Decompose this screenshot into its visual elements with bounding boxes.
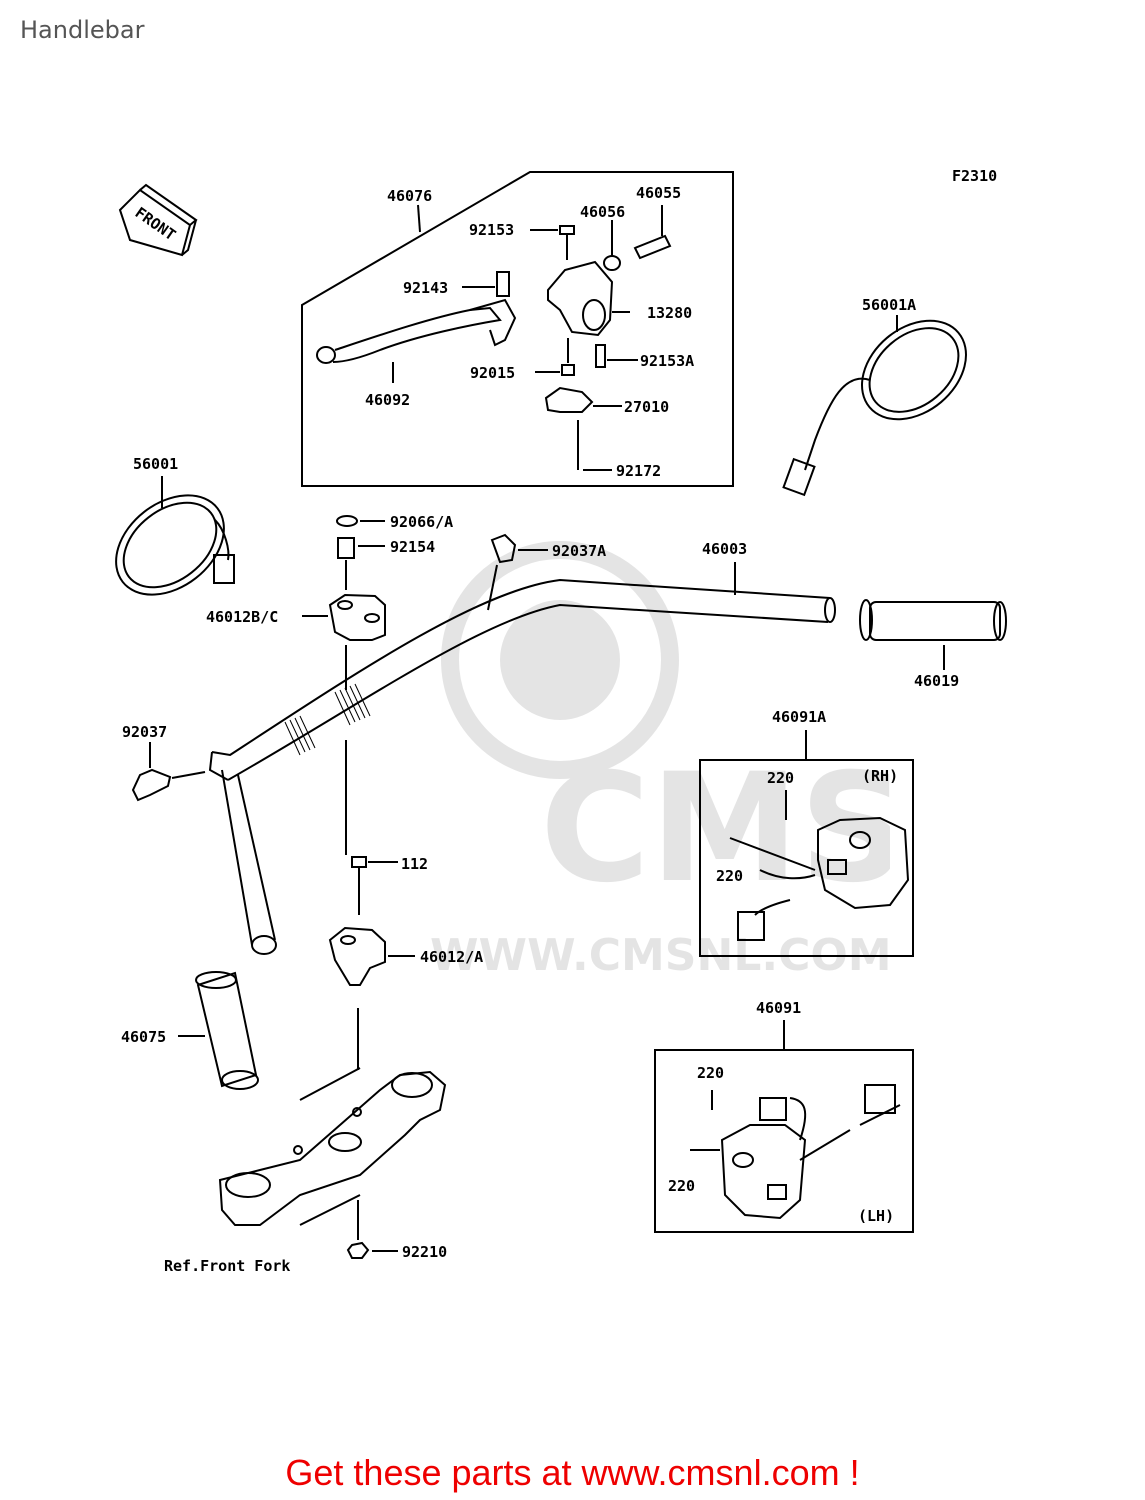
label-92143: 92143: [403, 279, 448, 297]
label-220-rh-bottom: 220: [716, 867, 743, 885]
label-92015: 92015: [470, 364, 515, 382]
label-rh: (RH): [862, 767, 898, 785]
label-13280: 13280: [647, 304, 692, 322]
label-112: 112: [401, 855, 428, 873]
label-46019: 46019: [914, 672, 959, 690]
clutch-switch: [544, 386, 594, 413]
label-46091a: 46091A: [772, 708, 826, 726]
label-92037: 92037: [122, 723, 167, 741]
label-lh: (LH): [858, 1207, 894, 1225]
label-46091: 46091: [756, 999, 801, 1017]
label-56001a: 56001A: [862, 296, 916, 314]
label-46076: 46076: [387, 187, 432, 205]
watermark-brand: CMS: [540, 742, 890, 916]
left-mirror: [115, 476, 235, 596]
rh-switch-housing: [729, 790, 910, 941]
pivot-bolt: [496, 271, 510, 297]
label-92037a: 92037A: [552, 542, 606, 560]
rh-switch-box: [699, 759, 914, 957]
lever-bracket: [547, 260, 630, 337]
label-46055: 46055: [636, 184, 681, 202]
lh-switch-box: [654, 1049, 914, 1233]
label-92066a: 92066/A: [390, 513, 453, 531]
lh-switch-housing: [690, 1084, 901, 1220]
upper-triple-clamp: [218, 1067, 447, 1226]
label-92153: 92153: [469, 221, 514, 239]
cms-watermark: CMS WWW.CMSNL.COM: [430, 541, 890, 981]
label-46075: 46075: [121, 1028, 166, 1046]
label-220-lh-top: 220: [697, 1064, 724, 1082]
label-27010: 27010: [624, 398, 669, 416]
label-56001: 56001: [133, 455, 178, 473]
figure-code: F2310: [952, 167, 997, 185]
clutch-lever: [316, 298, 517, 383]
label-46012bc: 46012B/C: [206, 608, 278, 626]
upper-holder: [328, 593, 386, 641]
handlebar-tube: [208, 562, 836, 955]
lever-assembly-box: [301, 171, 734, 487]
label-220-lh-bottom: 220: [668, 1177, 695, 1195]
label-92172: 92172: [616, 462, 661, 480]
front-arrow-icon: [118, 183, 198, 257]
lower-holder: [328, 926, 386, 986]
page-title: Handlebar: [20, 16, 145, 44]
right-mirror: [782, 315, 967, 497]
label-92210: 92210: [402, 1243, 447, 1261]
label-46003: 46003: [702, 540, 747, 558]
label-92153a: 92153A: [640, 352, 694, 370]
label-46056: 46056: [580, 203, 625, 221]
left-grip: [178, 971, 259, 1090]
label-92154: 92154: [390, 538, 435, 556]
label-ref-front-fork: Ref.Front Fork: [164, 1257, 290, 1275]
footer-cta[interactable]: Get these parts at www.cmsnl.com !: [285, 1452, 860, 1493]
label-220-rh-top: 220: [767, 769, 794, 787]
throttle-grip: [859, 599, 1007, 670]
label-46092: 46092: [365, 391, 410, 409]
label-46012a: 46012/A: [420, 948, 483, 966]
